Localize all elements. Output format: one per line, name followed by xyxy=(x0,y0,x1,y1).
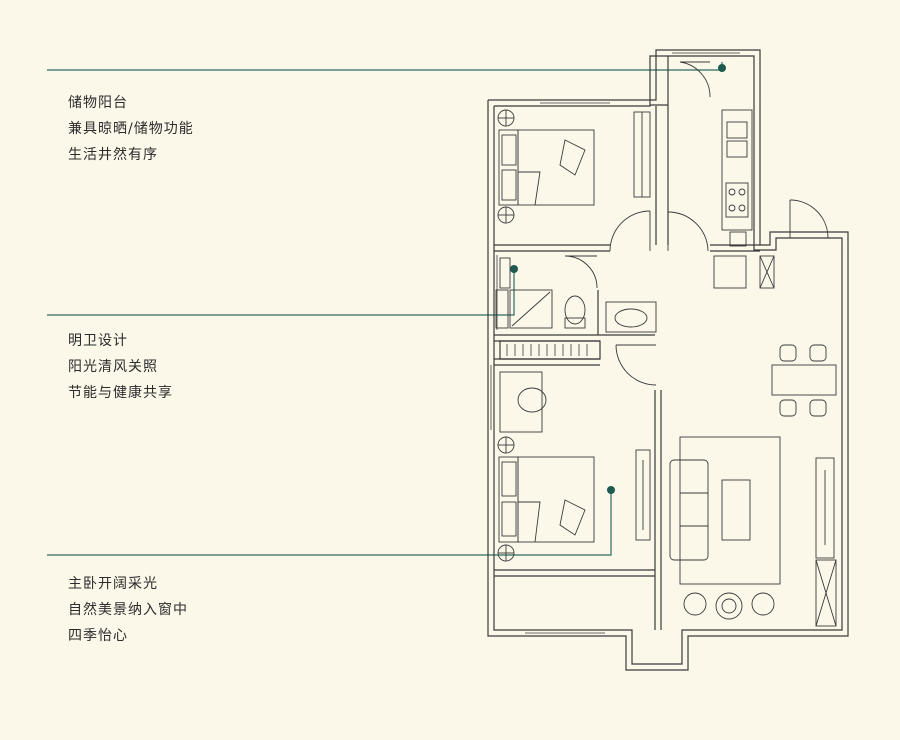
annotation-line: 主卧开阔采光 xyxy=(68,576,158,592)
leader-balcony xyxy=(47,62,723,71)
annotation-bathroom: 明卫设计 阳光清风关照 节能与健康共享 xyxy=(68,328,173,406)
dot-master-bedroom xyxy=(607,486,615,494)
leader-master-bedroom xyxy=(47,490,612,556)
annotation-line: 明卫设计 xyxy=(68,333,128,349)
leader-bathroom xyxy=(47,270,515,316)
leader-dots xyxy=(510,64,726,494)
annotation-line: 四季怡心 xyxy=(68,628,128,644)
wardrobe-hangers xyxy=(506,344,588,356)
bedroom2-furniture xyxy=(497,371,651,562)
annotation-line: 阳光清风关照 xyxy=(68,359,158,375)
annotation-line: 储物阳台 xyxy=(68,95,128,111)
kitchen-furniture xyxy=(713,109,775,289)
annotation-line: 生活井然有序 xyxy=(68,147,158,163)
interior-walls xyxy=(494,56,760,630)
leader-lines xyxy=(47,62,723,556)
annotation-line: 节能与健康共享 xyxy=(68,385,173,401)
windows xyxy=(487,52,740,637)
bedroom1-furniture xyxy=(497,109,651,224)
dot-bathroom xyxy=(510,265,518,273)
dot-balcony xyxy=(718,64,726,72)
annotation-master-bedroom: 主卧开阔采光 自然美景纳入窗中 四季怡心 xyxy=(68,571,188,649)
bathroom-fixtures xyxy=(495,257,657,333)
living-furniture xyxy=(669,436,837,627)
doors xyxy=(564,61,829,386)
annotation-line: 兼具晾晒/储物功能 xyxy=(68,121,194,137)
annotation-balcony: 储物阳台 兼具晾晒/储物功能 生活井然有序 xyxy=(68,90,194,168)
annotation-line: 自然美景纳入窗中 xyxy=(68,602,188,618)
dining-furniture xyxy=(771,344,837,417)
